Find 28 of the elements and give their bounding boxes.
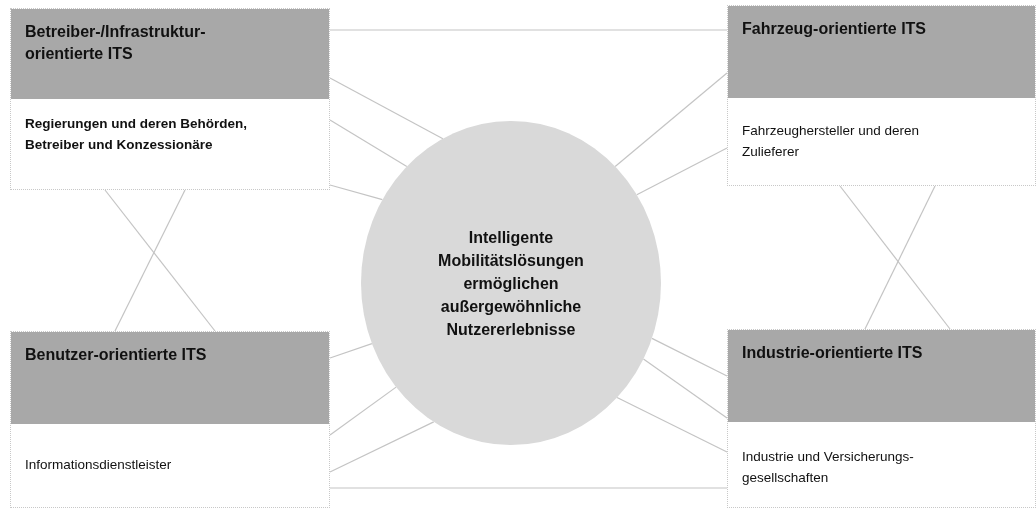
card-description: Fahrzeughersteller und deren Zulieferer bbox=[741, 122, 921, 161]
connector-line bbox=[636, 147, 728, 196]
connector-line bbox=[329, 77, 444, 140]
connector-line bbox=[329, 343, 373, 359]
card-description: Regierungen und deren Behörden, Betreiber und Konzessionäre bbox=[24, 115, 249, 154]
card-header: Fahrzeug-orientierte ITS bbox=[728, 6, 1035, 98]
connector-line bbox=[104, 189, 216, 332]
card-header: Betreiber-/Infrastruktur-orientierte ITS bbox=[11, 9, 329, 99]
card-header: Industrie-orientierte ITS bbox=[728, 330, 1035, 422]
connector-line bbox=[114, 189, 186, 332]
center-text: Intelligente Mobilitätslösungen ermöglichen außergewöhnliche Nutzererlebnisse bbox=[437, 227, 585, 340]
category-card bbox=[10, 8, 330, 190]
connector-line bbox=[651, 337, 728, 377]
connector-line bbox=[329, 386, 397, 436]
category-card bbox=[727, 329, 1036, 508]
connector-line bbox=[329, 184, 384, 201]
card-description: Informationsdienstleister bbox=[24, 456, 173, 474]
card-header: Benutzer-orientierte ITS bbox=[11, 332, 329, 424]
connector-line bbox=[864, 185, 936, 330]
connector-line bbox=[642, 358, 728, 419]
connector-line bbox=[839, 185, 951, 330]
category-card bbox=[727, 5, 1036, 186]
category-card bbox=[10, 331, 330, 508]
connector-line bbox=[616, 396, 728, 453]
connector-line bbox=[329, 119, 408, 168]
connector-line bbox=[329, 421, 435, 473]
connector-line bbox=[614, 72, 728, 168]
card-description: Industrie und Versicherungs-gesellschaften bbox=[741, 448, 915, 487]
